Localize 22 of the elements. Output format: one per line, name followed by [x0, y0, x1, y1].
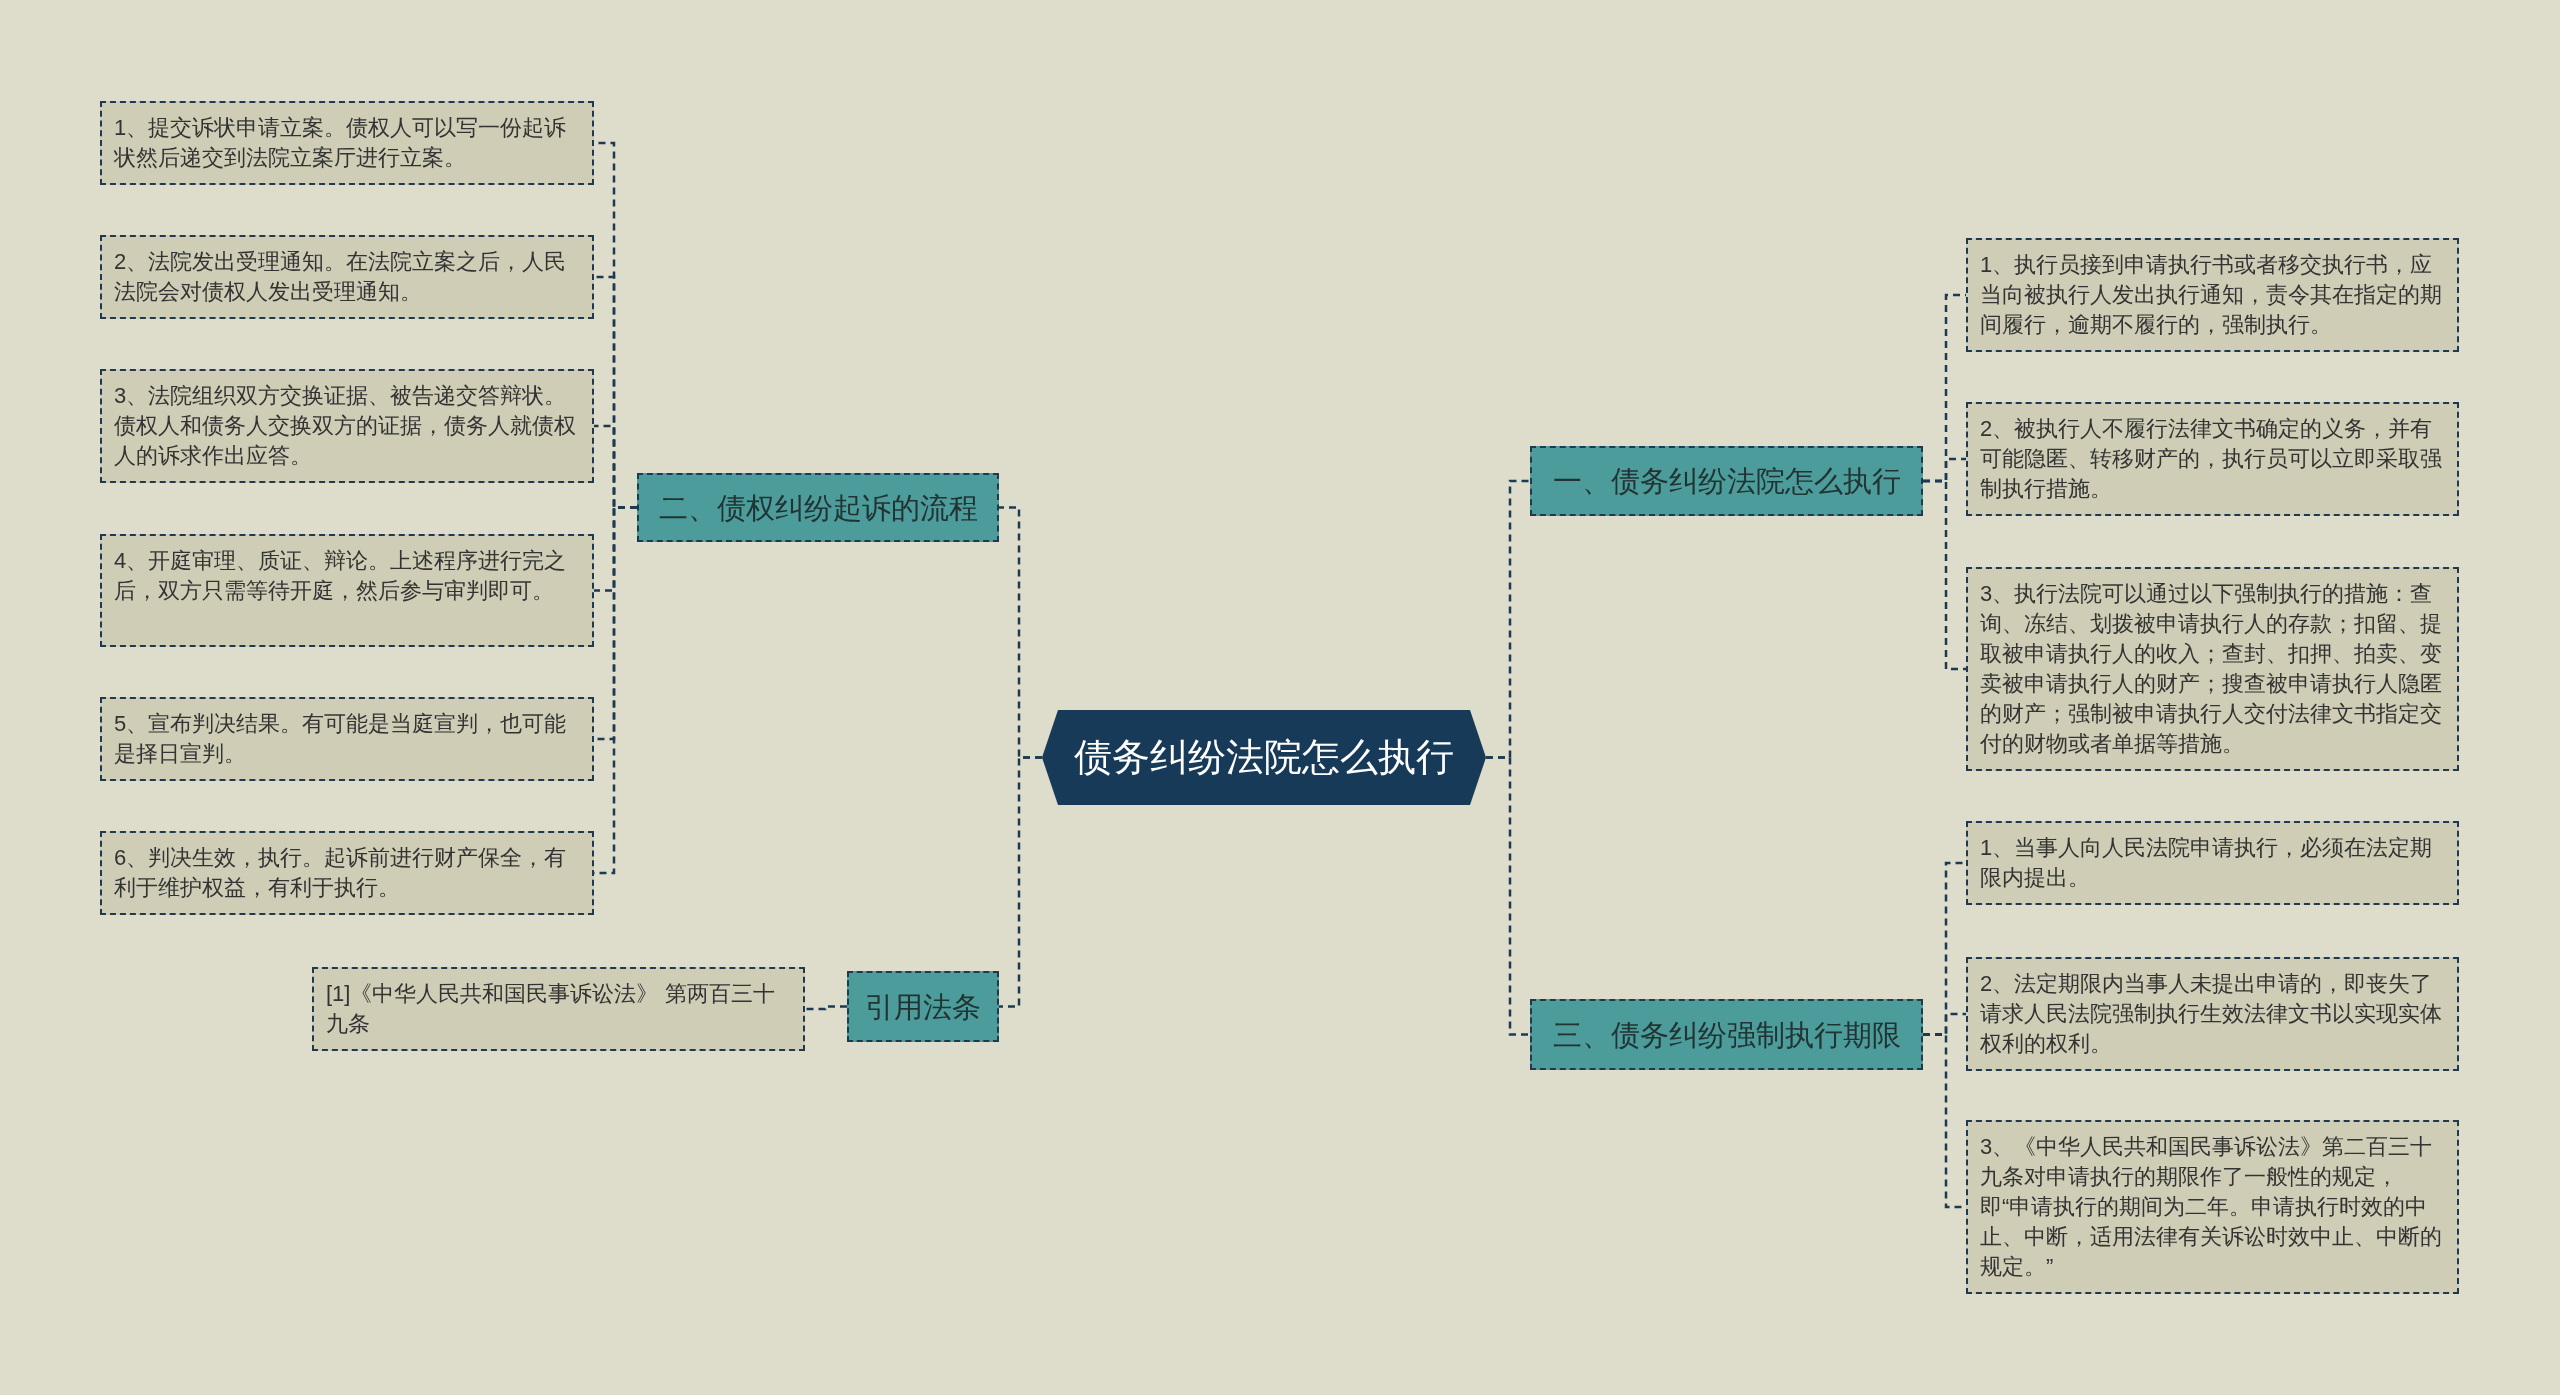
- note-box: 2、被执行人不履行法律文书确定的义务，并有可能隐匿、转移财产的，执行员可以立即采取强制执行措施。: [1966, 402, 2459, 516]
- central-topic: 债务纠纷法院怎么执行: [1042, 710, 1486, 805]
- note-box: 6、判决生效，执行。起诉前进行财产保全，有利于维护权益，有利于执行。: [100, 831, 594, 915]
- topic-box: 一、债务纠纷法院怎么执行: [1530, 446, 1923, 516]
- topic-box: 三、债务纠纷强制执行期限: [1530, 999, 1923, 1070]
- note-box: 4、开庭审理、质证、辩论。上述程序进行完之后，双方只需等待开庭，然后参与审判即可。: [100, 534, 594, 647]
- connector-line: [1486, 756, 1530, 1036]
- note-box: 3、《中华人民共和国民事诉讼法》第二百三十九条对申请执行的期限作了一般性的规定，即“申请执行的期间为二年。申请执行时效的中止、中断，适用法律有关诉讼时效中止、中断的规定。”: [1966, 1120, 2459, 1294]
- note-box: 1、当事人向人民法院申请执行，必须在法定期限内提出。: [1966, 821, 2459, 905]
- topic-box: 二、债权纠纷起诉的流程: [637, 473, 999, 542]
- topic-box: 引用法条: [847, 971, 999, 1042]
- note-box: 2、法定期限内当事人未提出申请的，即丧失了请求人民法院强制执行生效法律文书以实现实体权利的权利。: [1966, 957, 2459, 1071]
- note-box: 2、法院发出受理通知。在法院立案之后，人民法院会对债权人发出受理通知。: [100, 235, 594, 319]
- note-box: 5、宣布判决结果。有可能是当庭宣判，也可能是择日宣判。: [100, 697, 594, 781]
- connector-line: [805, 1005, 847, 1011]
- note-box: 1、提交诉状申请立案。债权人可以写一份起诉状然后递交到法院立案厅进行立案。: [100, 101, 594, 185]
- connector-line: [999, 756, 1042, 1008]
- note-box: [1]《中华人民共和国民事诉讼法》 第两百三十九条: [312, 967, 805, 1051]
- note-box: 3、法院组织双方交换证据、被告递交答辩状。债权人和债务人交换双方的证据，债务人就债权人的诉求作出应答。: [100, 369, 594, 483]
- note-box: 3、执行法院可以通过以下强制执行的措施：查询、冻结、划拨被申请执行人的存款；扣留、提取被申请执行人的收入；查封、扣押、拍卖、变卖被申请执行人的财产；搜查被申请执行人隐匿的财产；强制被申请执行人交付法律文书指定交付的财物或者单据等措施。: [1966, 567, 2459, 771]
- connector-line: [1923, 479, 1966, 671]
- note-box: 1、执行员接到申请执行书或者移交执行书，应当向被执行人发出执行通知，责令其在指定的期间履行，逾期不履行的，强制执行。: [1966, 238, 2459, 352]
